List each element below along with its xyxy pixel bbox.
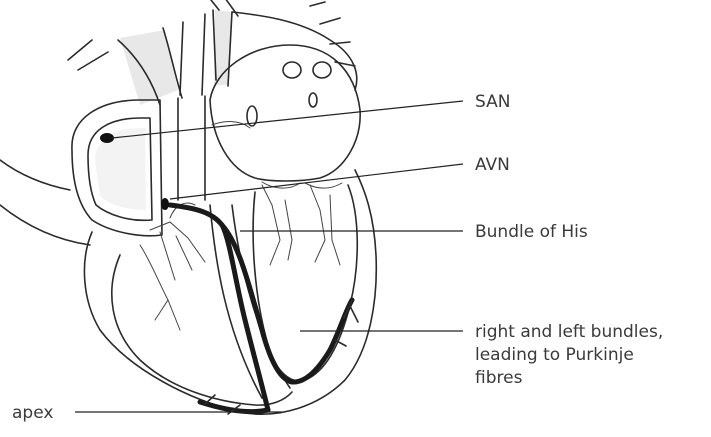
apex-label: apex <box>12 403 53 423</box>
san-leader <box>112 101 463 138</box>
bundle-of-his-label: Bundle of His <box>475 222 588 242</box>
avn-node <box>161 198 169 210</box>
avn-leader <box>170 164 463 199</box>
bundles-label-line3: fibres <box>475 368 523 388</box>
bundles-label-line1: right and left bundles, <box>475 322 663 342</box>
heart-illustration <box>0 0 376 414</box>
san-label: SAN <box>475 92 510 112</box>
bundles-label-line2: leading to Purkinje <box>475 345 634 365</box>
avn-label: AVN <box>475 155 510 175</box>
san-node <box>100 133 114 143</box>
